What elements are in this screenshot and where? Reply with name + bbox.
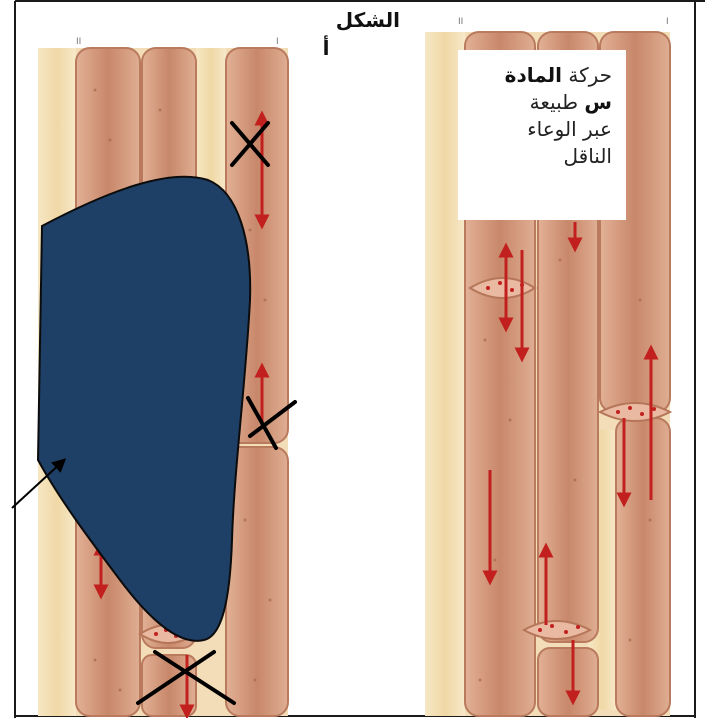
caption-line: حركة المادة (466, 62, 612, 89)
caption-text: طبيعة (530, 90, 585, 114)
caption-text: حركة (562, 63, 612, 87)
tick-mark: II (76, 37, 81, 47)
caption-line: الناقل (466, 143, 612, 170)
caption-bold: س (584, 90, 612, 114)
vessel-tube (538, 648, 598, 716)
figure-title: الشكل (318, 8, 400, 32)
caption-line: س طبيعة (466, 89, 612, 116)
left-panel (12, 48, 295, 716)
caption-box: حركة المادة س طبيعة عبر الوعاء الناقل (458, 50, 626, 220)
tick-mark: I (276, 37, 279, 47)
figure-subtitle: أ (318, 36, 334, 60)
tick-mark: II (458, 17, 463, 27)
caption-bold: المادة (505, 63, 562, 87)
caption-line: عبر الوعاء (466, 116, 612, 143)
tick-mark: I (666, 17, 669, 27)
